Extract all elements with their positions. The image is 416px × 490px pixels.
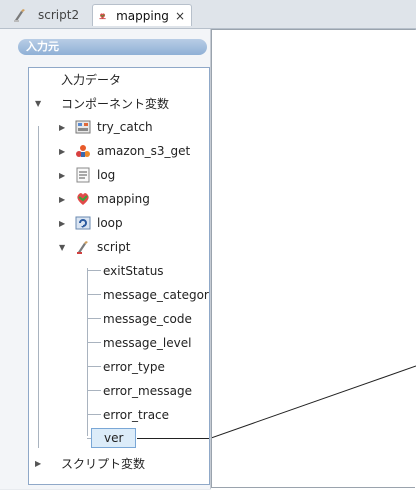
tree-item-label: スクリプト変数: [61, 456, 146, 471]
tab-mapping[interactable]: mapping ×: [92, 4, 192, 26]
tree-branch-line: [87, 414, 101, 415]
tab-label: script2: [38, 8, 80, 22]
tree-item-input-data[interactable]: 入力データ: [61, 69, 121, 89]
tree-item-variable[interactable]: message_code: [103, 309, 192, 329]
tree-item-label: try_catch: [97, 120, 153, 134]
tab-bar: script2 mapping ×: [0, 0, 416, 29]
tree-item-label: log: [97, 168, 116, 182]
tree-item-component-vars[interactable]: コンポーネント変数: [61, 93, 169, 113]
tree-item-label: message_code: [103, 312, 192, 326]
variable-tree: 入力データ ▼ コンポーネント変数 ▶ try_catch ▶ amazon_s…: [28, 67, 210, 485]
tab-script2[interactable]: script2: [6, 4, 86, 26]
tree-item-component[interactable]: try_catch: [75, 117, 153, 137]
tree-item-label: error_type: [103, 360, 165, 374]
tree-branch-line: [87, 438, 91, 439]
expanded-arrow-icon[interactable]: ▼: [35, 99, 42, 108]
tree-item-variable[interactable]: message_category: [103, 285, 210, 305]
tree-item-component[interactable]: amazon_s3_get: [75, 141, 190, 161]
tree-item-component[interactable]: script: [75, 237, 130, 257]
tree-item-label: コンポーネント変数: [61, 96, 170, 111]
tree-branch-line: [87, 390, 101, 391]
tree-item-label: error_message: [103, 384, 192, 398]
tree-branch-line: [87, 270, 101, 271]
collapsed-arrow-icon[interactable]: ▶: [59, 219, 66, 228]
section-header: 入力元: [18, 39, 207, 55]
tree-item-label: mapping: [97, 192, 150, 206]
log-icon: [76, 167, 90, 183]
mapping-line: [137, 438, 209, 439]
tree-branch-line: [87, 342, 101, 343]
mapping-canvas[interactable]: [211, 29, 416, 490]
tree-item-variable[interactable]: exitStatus: [103, 261, 164, 281]
tree-guide-line: [38, 126, 39, 448]
mapping-icon: [99, 12, 106, 19]
tree-branch-line: [87, 294, 101, 295]
tree-item-component[interactable]: loop: [75, 213, 123, 233]
tree-item-label: message_level: [103, 336, 192, 350]
tree-item-label: script: [97, 240, 131, 254]
collapsed-arrow-icon[interactable]: ▶: [59, 123, 66, 132]
collapsed-arrow-icon[interactable]: ▶: [35, 459, 42, 468]
tree-item-label: error_trace: [103, 408, 170, 422]
script-icon: [14, 9, 25, 22]
script-icon: [77, 241, 88, 254]
tree-branch-line: [87, 366, 101, 367]
input-source-panel: 入力元 入力データ ▼ コンポーネント変数 ▶ try_catch ▶: [0, 29, 211, 489]
tree-item-variable[interactable]: error_message: [103, 381, 192, 401]
tree-item-label: message_category: [103, 288, 210, 302]
collapsed-arrow-icon[interactable]: ▶: [59, 147, 66, 156]
tree-item-variable[interactable]: error_trace: [103, 405, 169, 425]
tree-item-variable[interactable]: error_type: [103, 357, 165, 377]
tree-item-variable[interactable]: message_level: [103, 333, 191, 353]
tree-item-label: 入力データ: [61, 72, 122, 87]
tree-item-selected-variable[interactable]: ver: [91, 428, 137, 448]
tree-item-script-vars[interactable]: スクリプト変数: [61, 453, 145, 473]
tree-item-label: exitStatus: [103, 264, 164, 278]
tree-item-component[interactable]: mapping: [75, 189, 150, 209]
tree-guide-line: [87, 268, 88, 436]
collapsed-arrow-icon[interactable]: ▶: [59, 195, 66, 204]
tab-label: mapping: [116, 8, 169, 23]
tree-item-label: loop: [97, 216, 123, 230]
amazon-s3-icon: [76, 145, 90, 157]
mapping-connection: [211, 365, 416, 439]
tree-item-label: ver: [104, 431, 124, 445]
loop-icon: [75, 216, 91, 230]
tree-item-label: amazon_s3_get: [97, 144, 191, 158]
close-icon[interactable]: ×: [174, 8, 185, 23]
mapping-icon: [77, 193, 89, 205]
tree-branch-line: [87, 318, 101, 319]
try-catch-icon: [75, 120, 91, 134]
expanded-arrow-icon[interactable]: ▼: [59, 243, 66, 252]
collapsed-arrow-icon[interactable]: ▶: [59, 171, 66, 180]
tree-item-component[interactable]: log: [75, 165, 115, 185]
